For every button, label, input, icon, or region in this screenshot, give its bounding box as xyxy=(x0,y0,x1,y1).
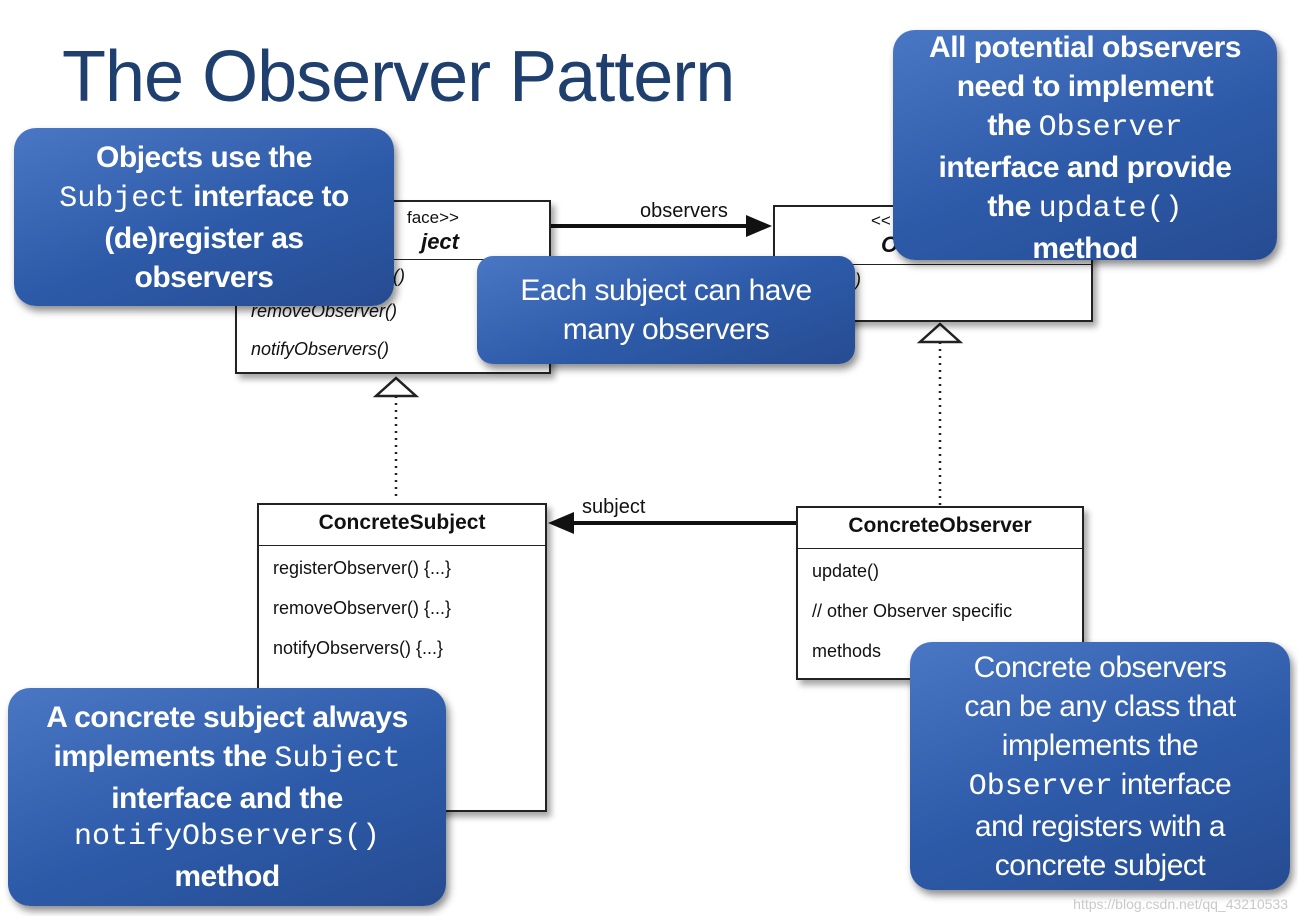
concrete-observer-method: update() xyxy=(812,561,880,581)
concrete-observer-method: methods xyxy=(812,641,882,661)
callout-text: can be any class that xyxy=(964,689,1236,723)
concrete-subject-name: ConcreteSubject xyxy=(318,511,486,534)
callout-text: the xyxy=(987,109,1039,142)
subject-edge-label: subject xyxy=(582,496,646,518)
callout-objects-use-subject: Objects use the Subject interface to (de… xyxy=(14,128,394,306)
callout-text: many observers xyxy=(562,313,770,346)
callout-code: Subject xyxy=(59,181,186,216)
concrete-observer-header: ConcreteObserver xyxy=(798,508,1082,549)
subject-method-remove: removeObserver() xyxy=(251,301,398,321)
callout-text: A concrete subject always xyxy=(46,701,408,734)
concrete-observer-name: ConcreteObserver xyxy=(848,514,1032,537)
callout-concrete-observers-note: Concrete observers can be any class that… xyxy=(910,642,1290,890)
concrete-subject-method: registerObserver() {...} xyxy=(273,558,452,578)
callout-text: Each subject can have xyxy=(520,274,812,307)
callout-text: method xyxy=(174,860,280,893)
callout-text: and registers with a xyxy=(974,809,1226,843)
callout-text: implements the xyxy=(53,740,275,773)
callout-text: All potential observers xyxy=(929,31,1241,64)
page-title: The Observer Pattern xyxy=(62,37,735,117)
observer-method-update: ) xyxy=(855,270,861,290)
callout-text: Objects use the xyxy=(96,140,312,174)
subject-interface-name: ject xyxy=(421,229,459,254)
callout-text: need to implement xyxy=(956,70,1214,103)
concrete-subject-header: ConcreteSubject xyxy=(259,505,545,546)
subject-method-notify: notifyObservers() xyxy=(251,339,390,359)
callout-text: interface to xyxy=(185,179,349,213)
callout-text: observers xyxy=(134,260,274,294)
observers-edge-label: observers xyxy=(640,200,728,222)
concrete-subject-method: notifyObservers() {...} xyxy=(273,638,444,658)
concrete-subject-method: removeObserver() {...} xyxy=(273,598,452,618)
callout-text: interface and the xyxy=(111,782,343,815)
callout-text: method xyxy=(1032,232,1138,265)
subject-realization-arrowhead xyxy=(372,376,420,398)
callout-text: interface xyxy=(1112,767,1232,801)
callout-code: Subject xyxy=(274,742,401,776)
callout-code: Observer xyxy=(968,769,1113,804)
callout-each-subject: Each subject can have many observers xyxy=(477,256,855,364)
callout-text: (de)register as xyxy=(104,221,304,255)
subject-stereotype: face>> xyxy=(407,208,459,227)
concrete-observer-method: // other Observer specific xyxy=(812,601,1013,621)
callout-text: interface and provide xyxy=(938,151,1232,184)
callout-code: update() xyxy=(1038,192,1183,226)
observer-realization-arrowhead xyxy=(916,322,964,344)
callout-code: Observer xyxy=(1038,111,1183,145)
callout-code: notifyObservers() xyxy=(73,820,381,854)
callout-text: Concrete observers xyxy=(973,650,1227,684)
observer-stereotype: << xyxy=(871,211,891,230)
subject-arrowhead xyxy=(548,512,574,534)
callout-concrete-subject-note: A concrete subject always implements the… xyxy=(8,688,446,906)
watermark: https://blog.csdn.net/qq_43210533 xyxy=(1073,896,1288,912)
observers-arrowhead xyxy=(746,215,772,237)
callout-text: concrete subject xyxy=(994,848,1206,882)
callout-text: implements the xyxy=(1001,728,1199,762)
callout-all-potential-observers: All potential observers need to implemen… xyxy=(893,30,1277,265)
callout-text: the xyxy=(987,190,1039,223)
